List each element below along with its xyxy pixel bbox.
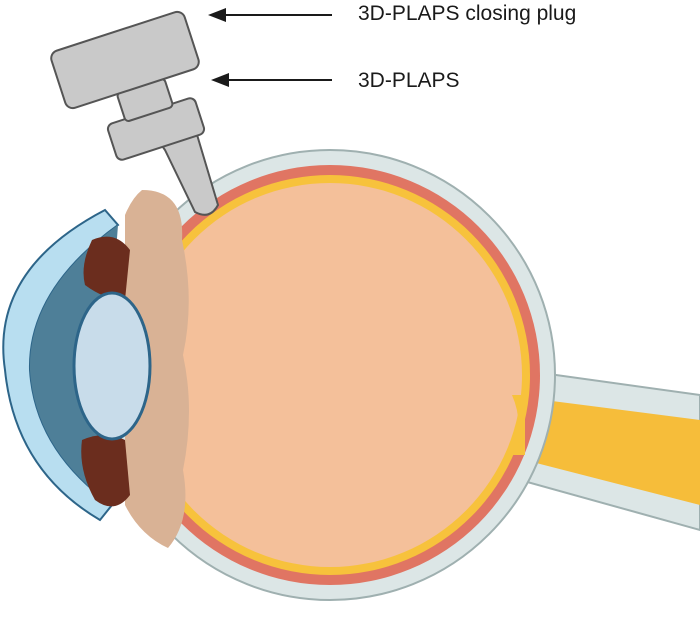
label-plaps: 3D-PLAPS: [358, 69, 460, 92]
iris-lower: [81, 435, 130, 507]
optic-nerve: [505, 395, 700, 505]
plaps-closing-plug: [50, 10, 200, 110]
arrow-plaps: [211, 73, 332, 87]
lens: [72, 291, 152, 441]
plaps-stem: [156, 126, 220, 216]
iris-upper: [83, 236, 130, 300]
arrow-closing-plug: [208, 8, 332, 22]
anterior-vitreous: [125, 190, 189, 548]
label-closing-plug: 3D-PLAPS closing plug: [358, 2, 577, 25]
vitreous-body: [138, 183, 522, 567]
optic-disc: [512, 395, 525, 455]
